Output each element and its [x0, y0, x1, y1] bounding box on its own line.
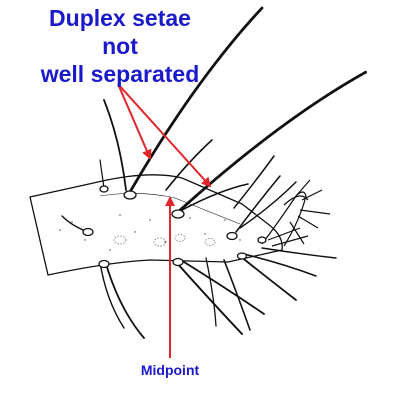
annotation-arrows [117, 83, 212, 358]
duplex-label-line-3: well separated [40, 61, 200, 87]
claw [261, 179, 331, 247]
midpoint-label: Midpoint [140, 362, 200, 378]
pores [113, 234, 216, 247]
setae [61, 6, 368, 339]
duplex-label-line-2: not [102, 33, 138, 59]
cuticle-dots [59, 214, 241, 251]
segment-outline [29, 174, 283, 276]
setal-sockets [82, 185, 267, 269]
duplex-label-line-1: Duplex setae [49, 5, 191, 31]
arrow-to-seta-1 [117, 83, 152, 160]
arrow-to-seta-2 [117, 83, 212, 188]
